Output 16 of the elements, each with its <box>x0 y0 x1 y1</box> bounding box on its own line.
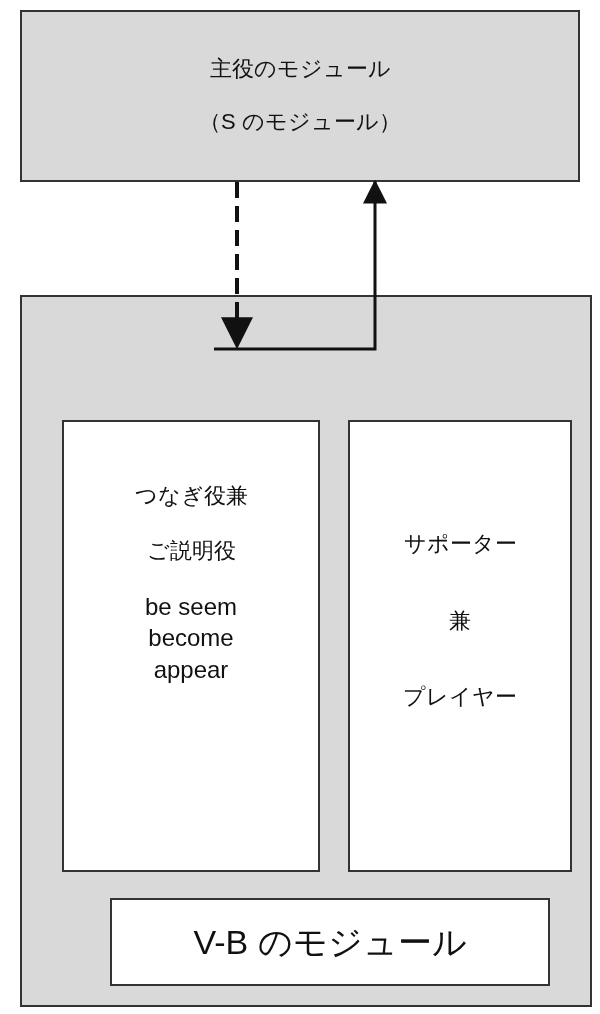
label: be seem become appear <box>143 592 239 685</box>
dashed-arrow <box>221 182 253 350</box>
role-box <box>62 420 320 872</box>
label: サポーター <box>403 530 517 559</box>
label: つなぎ役兼 <box>134 482 248 510</box>
label: プレイヤー <box>403 683 517 712</box>
label: V-B のモジュール <box>193 921 467 963</box>
arrow <box>214 179 387 351</box>
label: ご説明役 <box>146 536 236 565</box>
heading: 主役のモジュール <box>209 54 391 83</box>
module-box <box>20 10 580 182</box>
label: 兼 <box>449 606 471 635</box>
label: （S のモジュール） <box>199 108 401 137</box>
module-label-box <box>110 898 550 986</box>
role-box <box>348 420 572 872</box>
module-panel <box>20 295 592 1007</box>
